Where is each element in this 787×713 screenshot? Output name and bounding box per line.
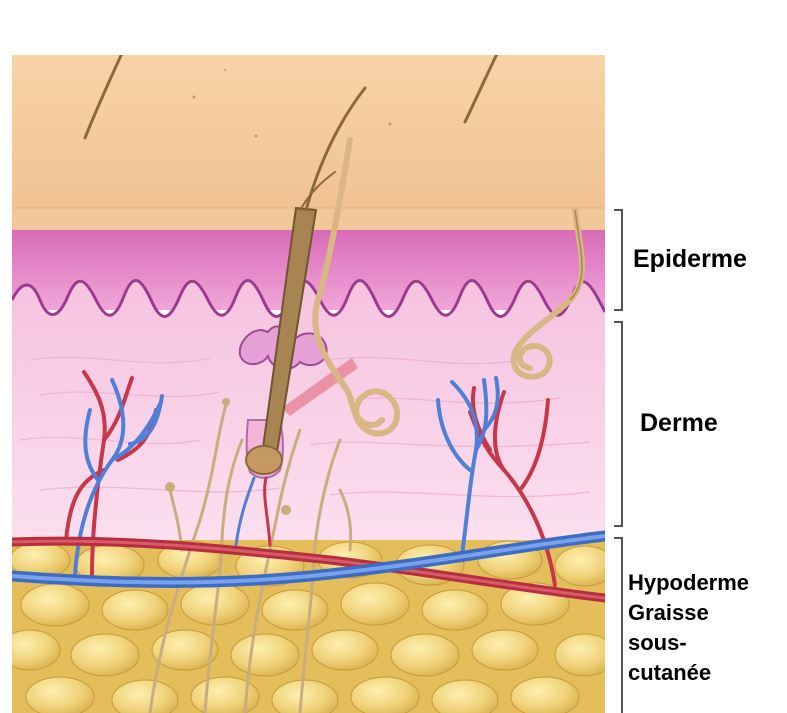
derme-bracket <box>614 322 622 526</box>
hypoderme-label: Hypoderme Graisse sous- cutanée <box>628 568 786 688</box>
hypoderme-label-line: sous- <box>628 628 786 658</box>
hypoderme-label-line: Hypoderme <box>628 568 786 598</box>
dermis-layer <box>12 281 605 545</box>
derme-label: Derme <box>640 409 718 438</box>
hair-bulb <box>246 446 282 474</box>
hypoderme-bracket <box>614 538 622 713</box>
hypoderme-label-line: cutanée <box>628 658 786 688</box>
epiderme-bracket <box>614 210 622 310</box>
epiderme-label: Epiderme <box>633 245 747 274</box>
layer-brackets <box>614 210 622 713</box>
hypoderme-label-line: Graisse <box>628 598 786 628</box>
